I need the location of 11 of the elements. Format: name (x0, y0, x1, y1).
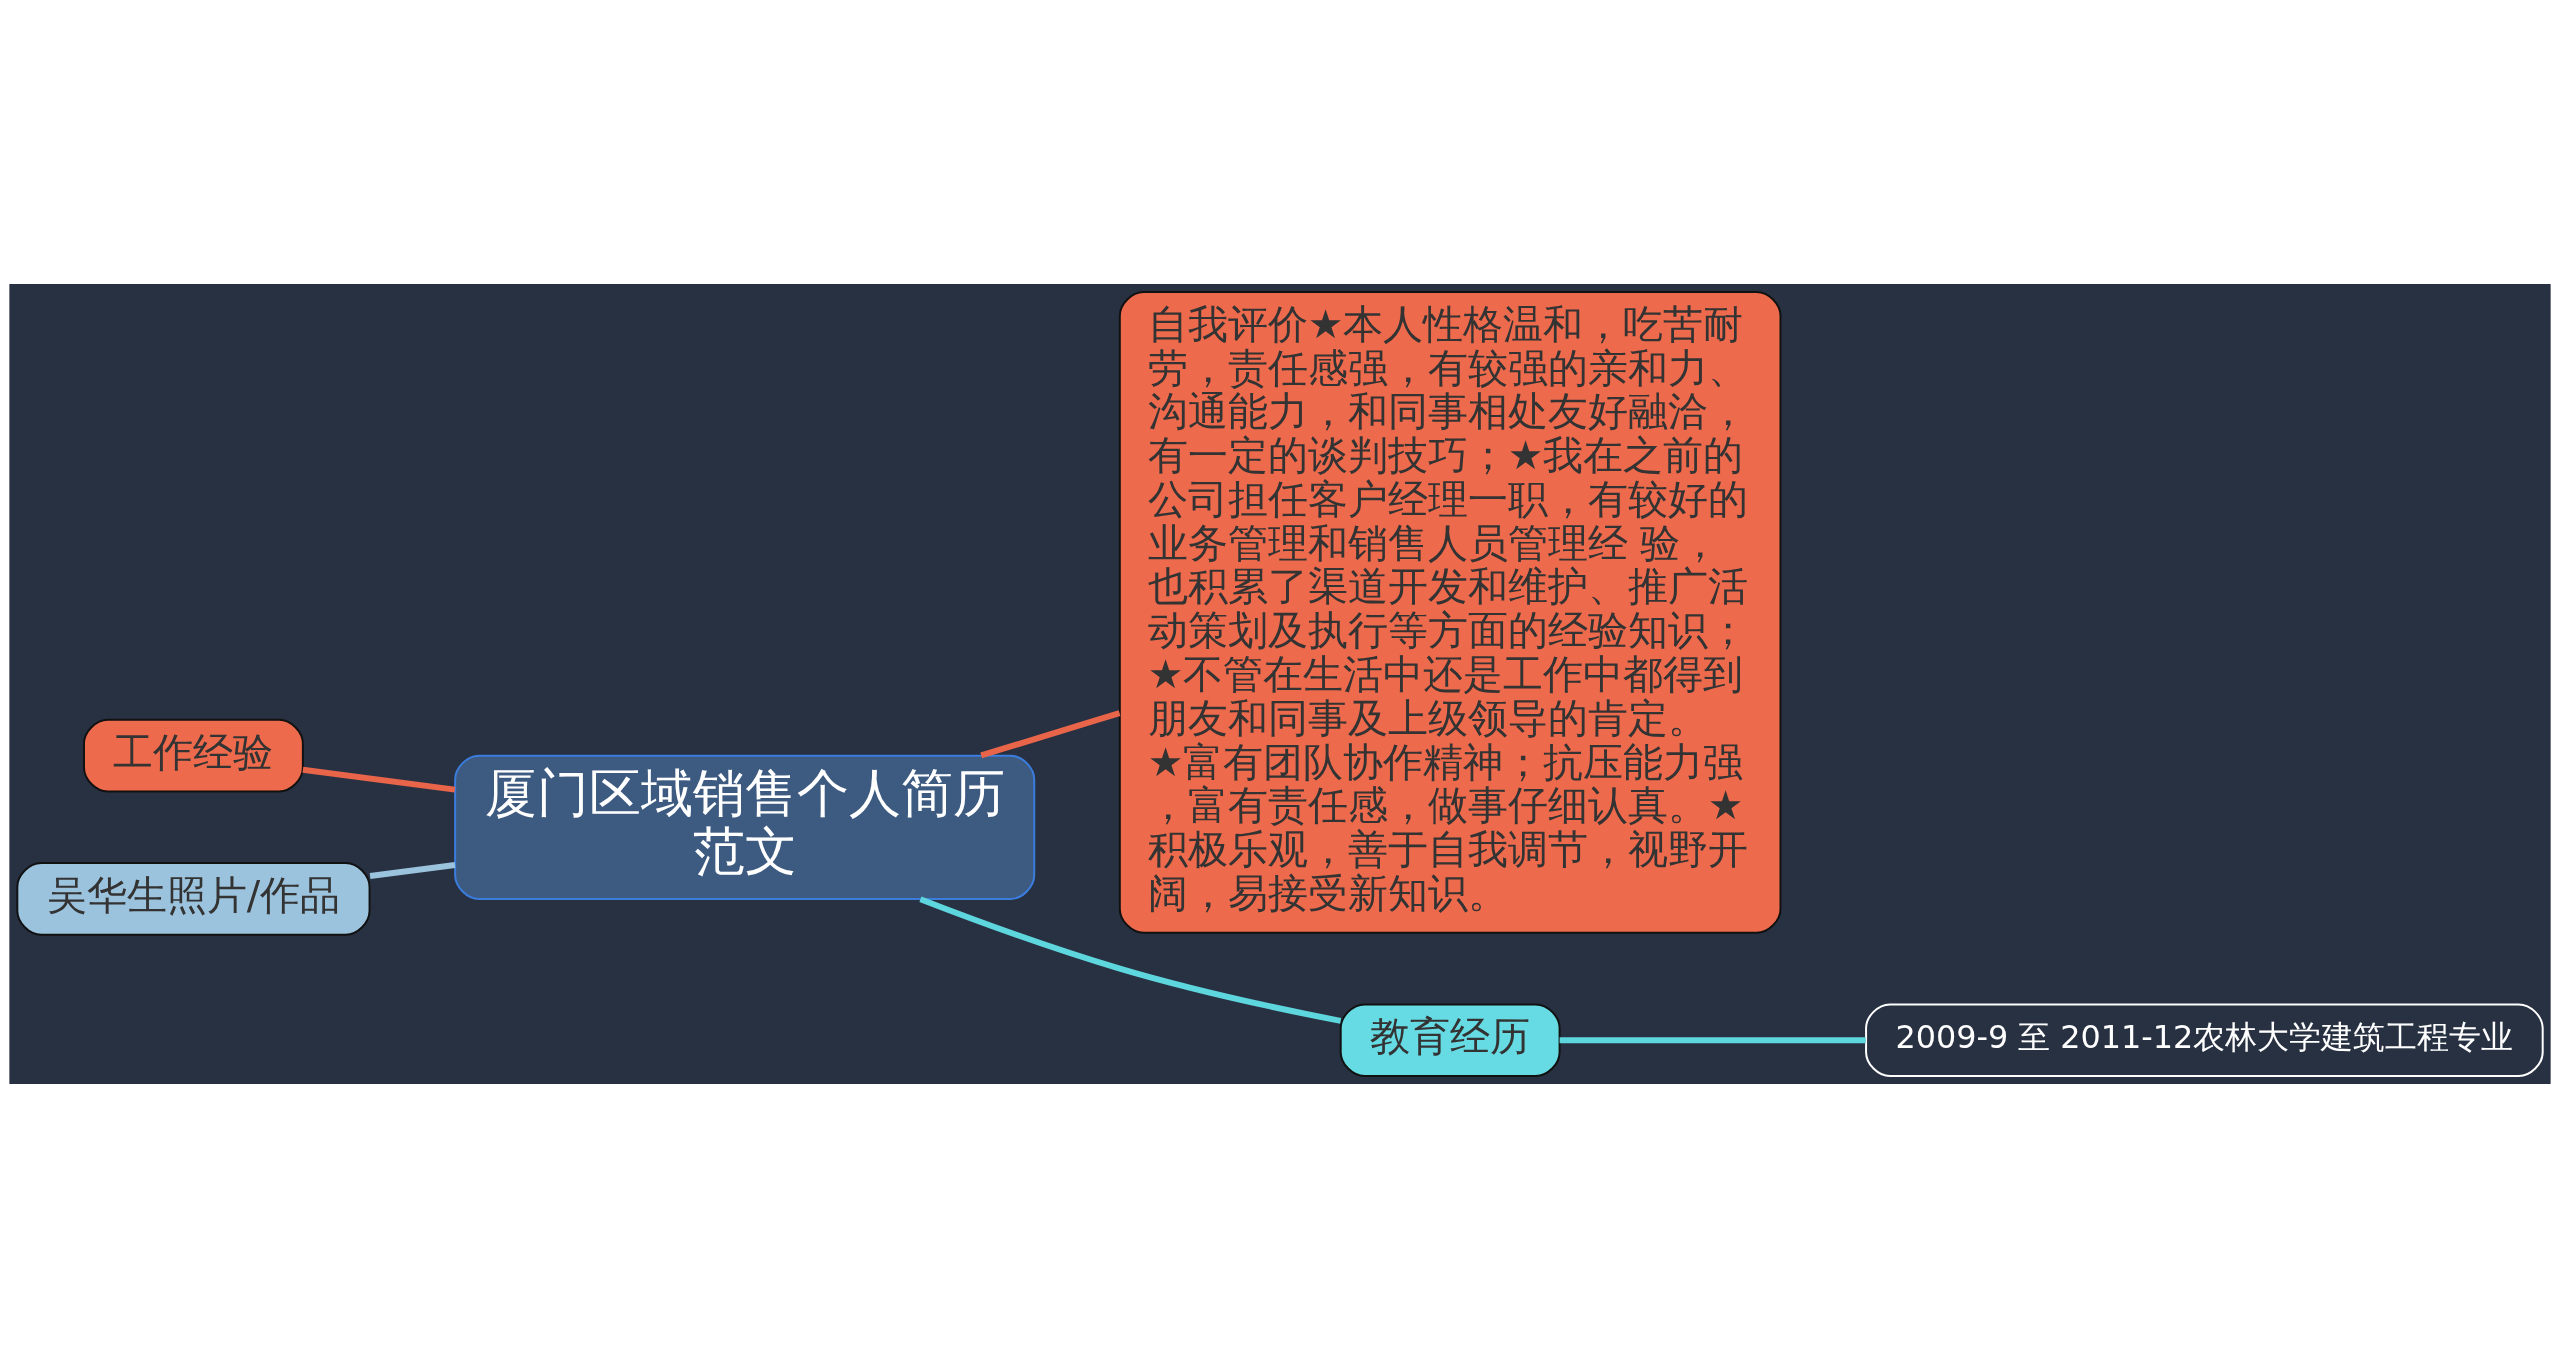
node-box: 2009-9 至 2011-12农林大学建筑工程专业 (1865, 1002, 2544, 1077)
node-box: 教育经历 (1339, 1002, 1561, 1077)
node-box: 工作经验 (83, 718, 304, 792)
node-box: 自我评价★本人性格温和，吃苦耐劳，责任感强，有较强的亲和力、沟通能力，和同事相处友好融洽，有一定的谈判技巧；★我在之前的公司担任客户经理一职，有较好的业务管理和销售人员管理经 验，也积累了渠道开发和维护、推广活动策划及执行等方面的经验知识；★不管在生活中还是工作中都得到朋友和同事及上级领导的肯定。 ★富有团队协作精神；抗压能力强，富有责任感，做事仔细认真。★积极乐观，善于自我调节，视野开阔，易接受新知识。 (1118, 290, 1782, 934)
connector (302, 766, 456, 793)
node-box: 厦门区域销售个人简历范文 (454, 754, 1036, 900)
connector (919, 895, 1342, 1024)
connector (1559, 1036, 1866, 1043)
connector (980, 709, 1121, 758)
node-box: 吴华生照片/作品 (16, 861, 371, 936)
connector (369, 861, 456, 879)
